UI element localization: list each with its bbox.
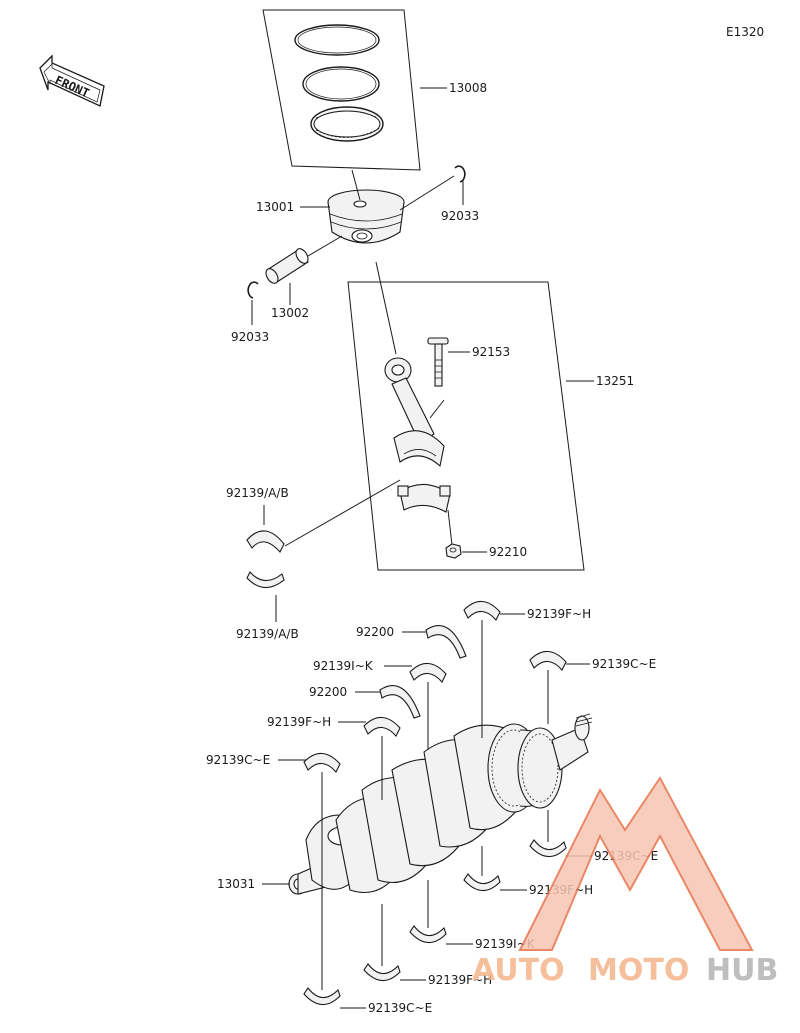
main-bearing-top-2	[529, 650, 567, 671]
callout-rod-bearing-lower: 92139/A/B	[236, 627, 299, 641]
callout-thrust-washer-2: 92200	[309, 685, 347, 699]
callout-rod-bearing-upper: 92139/A/B	[226, 486, 289, 500]
callout-circlip-right: 92033	[441, 209, 479, 223]
callout-thrust-washer-1: 92200	[356, 625, 394, 639]
connecting-rod	[384, 357, 445, 468]
rod-bolt	[427, 337, 449, 387]
diagram-code: E1320	[726, 25, 764, 39]
automotohub-watermark: AUTO MOTO HUB	[472, 776, 778, 988]
main-bearing-bottom-5	[303, 987, 341, 1006]
callout-main-top-3: 92139I~K	[313, 659, 374, 673]
callout-piston-ring-set: 13008	[449, 81, 487, 95]
callout-main-top-1: 92139F~H	[527, 607, 591, 621]
crankshaft	[288, 713, 593, 895]
piston-pin	[265, 248, 309, 284]
piston-ring-set	[262, 9, 421, 171]
callout-crankshaft: 13031	[217, 877, 255, 891]
front-arrow-icon: FRONT	[39, 54, 105, 107]
callout-main-bottom-4: 92139F~H	[428, 973, 492, 987]
watermark-part3: HUB	[706, 953, 778, 988]
watermark-part1: AUTO	[472, 953, 565, 988]
main-bearing-top-4	[363, 716, 401, 737]
main-bearing-top-5	[303, 752, 341, 773]
main-bearing-top-1	[463, 600, 501, 621]
callout-connecting-rod: 13251	[596, 374, 634, 388]
callout-main-bottom-5: 92139C~E	[368, 1001, 432, 1015]
rod-bearing-upper	[246, 530, 285, 553]
piston	[327, 189, 405, 244]
connecting-rod-group-box	[347, 281, 585, 571]
callout-main-top-5: 92139C~E	[206, 753, 270, 767]
rod-cap	[397, 483, 451, 513]
circlip-left	[247, 281, 259, 299]
thrust-washer-2	[379, 685, 421, 719]
main-bearing-bottom-1	[529, 839, 567, 858]
callout-main-top-2: 92139C~E	[592, 657, 656, 671]
main-bearing-bottom-4	[363, 963, 401, 982]
callout-main-top-4: 92139F~H	[267, 715, 331, 729]
watermark-part2: MOTO	[588, 953, 689, 988]
watermark-logo-icon	[518, 776, 754, 951]
callout-circlip-left: 92033	[231, 330, 269, 344]
callout-piston: 13001	[256, 200, 294, 214]
callout-piston-pin: 13002	[271, 306, 309, 320]
circlip-right	[454, 165, 466, 183]
thrust-washer-1	[425, 625, 467, 659]
main-bearing-bottom-3	[409, 925, 447, 944]
rod-nut	[445, 543, 462, 559]
callout-rod-nut: 92210	[489, 545, 527, 559]
main-bearing-bottom-2	[463, 873, 501, 892]
main-bearing-top-3	[409, 662, 447, 683]
callout-rod-bolt: 92153	[472, 345, 510, 359]
rod-bearing-lower	[246, 571, 285, 589]
